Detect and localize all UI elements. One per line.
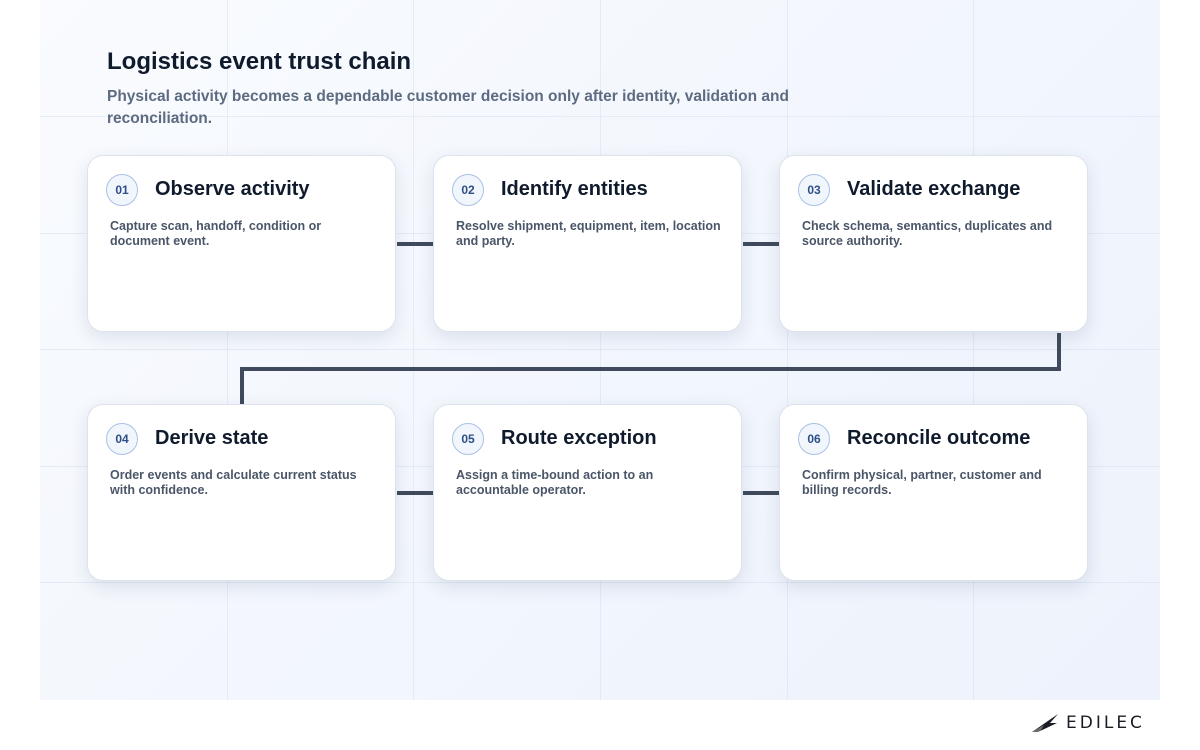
grid-line: [787, 0, 788, 700]
step-title: Identify entities: [501, 178, 648, 200]
step-description: Assign a time-bound action to an account…: [456, 468, 654, 497]
page-subtitle: Physical activity becomes a dependable c…: [107, 88, 789, 127]
grid-line: [413, 0, 414, 700]
step-title: Observe activity: [155, 178, 310, 200]
connector-03-04: [240, 333, 1061, 404]
page-title: Logistics event trust chain: [107, 48, 412, 75]
step-title: Route exception: [501, 427, 657, 449]
step-number-badge: 04: [106, 423, 138, 455]
step-description: Confirm physical, partner, customer and …: [802, 468, 1042, 497]
step-title: Reconcile outcome: [847, 427, 1031, 449]
step-title: Derive state: [155, 427, 269, 449]
step-card-reconcile-outcome: 06 Reconcile outcome Confirm physical, p…: [779, 404, 1088, 581]
step-card-route-exception: 05 Route exception Assign a time-bound a…: [433, 404, 742, 581]
grid-line: [973, 0, 974, 700]
step-number-badge: 02: [452, 174, 484, 206]
step-description: Order events and calculate current statu…: [110, 468, 357, 497]
step-number-badge: 01: [106, 174, 138, 206]
step-description: Resolve shipment, equipment, item, locat…: [456, 219, 721, 248]
grid-line: [40, 582, 1160, 583]
step-title: Validate exchange: [847, 178, 1021, 200]
grid-line: [600, 0, 601, 700]
brand-logo: EDILEC: [1030, 711, 1145, 735]
step-number-badge: 05: [452, 423, 484, 455]
step-description: Check schema, semantics, duplicates and …: [802, 219, 1053, 248]
step-card-validate-exchange: 03 Validate exchange Check schema, seman…: [779, 155, 1088, 332]
edilec-logo-icon: [1032, 714, 1058, 732]
grid-line: [227, 0, 228, 700]
brand-name: EDILEC: [1066, 713, 1145, 733]
step-card-derive-state: 04 Derive state Order events and calcula…: [87, 404, 396, 581]
step-card-identify-entities: 02 Identify entities Resolve shipment, e…: [433, 155, 742, 332]
diagram-panel: [40, 0, 1160, 700]
grid-line: [40, 116, 1160, 117]
step-number-badge: 06: [798, 423, 830, 455]
step-card-observe-activity: 01 Observe activity Capture scan, handof…: [87, 155, 396, 332]
step-description: Capture scan, handoff, condition or docu…: [110, 219, 322, 248]
grid-line: [40, 349, 1160, 350]
step-number-badge: 03: [798, 174, 830, 206]
